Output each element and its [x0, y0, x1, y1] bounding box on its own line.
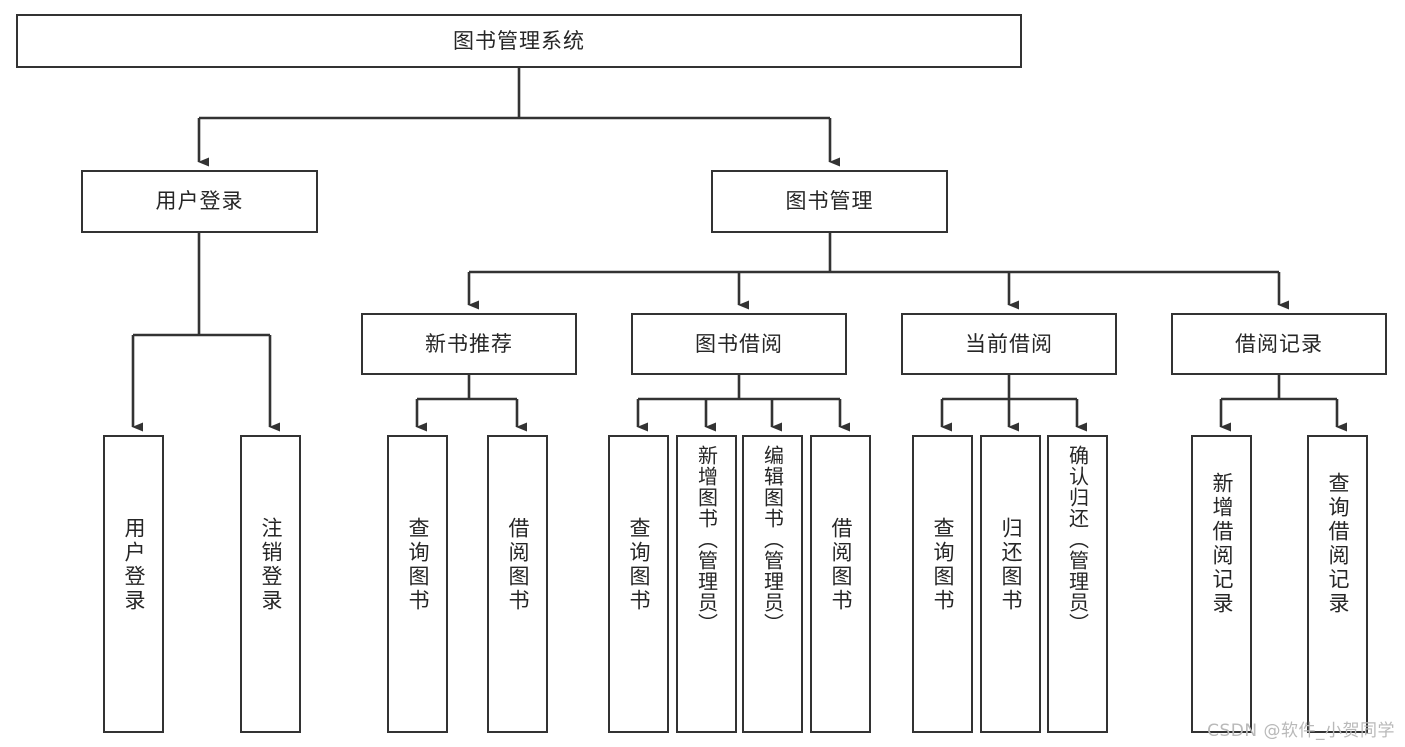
node-label: 归还图书	[999, 517, 1023, 613]
node-label: 查询借阅记录	[1326, 472, 1350, 616]
leaf-add-borrow-record[interactable]: 新增借阅记录	[1191, 435, 1252, 733]
node-label: 新书推荐	[425, 331, 513, 356]
node-label: 注销登录	[259, 517, 283, 613]
node-label: 用户登录	[122, 517, 146, 613]
node-label: 图书借阅	[695, 331, 783, 356]
node-user-login[interactable]: 用户登录	[81, 170, 318, 233]
leaf-confirm-return-admin[interactable]: 确认归还（管理员）	[1047, 435, 1108, 733]
node-label: 当前借阅	[965, 331, 1053, 356]
node-label: 查询图书	[627, 517, 651, 613]
leaf-add-book-admin[interactable]: 新增图书（管理员）	[676, 435, 737, 733]
leaf-edit-book-admin[interactable]: 编辑图书（管理员）	[742, 435, 803, 733]
node-label: 确认归还（管理员）	[1065, 445, 1090, 634]
node-label: 新增图书（管理员）	[694, 445, 719, 634]
node-new-book-recommend[interactable]: 新书推荐	[361, 313, 577, 375]
leaf-query-book-1[interactable]: 查询图书	[387, 435, 448, 733]
node-label: 图书管理系统	[453, 28, 585, 53]
leaf-query-borrow-record[interactable]: 查询借阅记录	[1307, 435, 1368, 733]
node-label: 借阅图书	[829, 517, 853, 613]
csdn-watermark: CSDN @软件_小贺同学	[1207, 721, 1395, 741]
node-current-borrow[interactable]: 当前借阅	[901, 313, 1117, 375]
node-label: 借阅图书	[506, 517, 530, 613]
node-label: 编辑图书（管理员）	[760, 445, 785, 634]
node-label: 新增借阅记录	[1210, 472, 1234, 616]
node-label: 图书管理	[785, 189, 874, 214]
node-book-manage[interactable]: 图书管理	[711, 170, 948, 233]
node-label: 查询图书	[931, 517, 955, 613]
leaf-logout-login[interactable]: 注销登录	[240, 435, 301, 733]
node-root-book-management-system[interactable]: 图书管理系统	[16, 14, 1022, 68]
leaf-user-login[interactable]: 用户登录	[103, 435, 164, 733]
node-label: 借阅记录	[1235, 331, 1323, 356]
leaf-return-book[interactable]: 归还图书	[980, 435, 1041, 733]
node-book-borrow[interactable]: 图书借阅	[631, 313, 847, 375]
node-borrow-record[interactable]: 借阅记录	[1171, 313, 1387, 375]
leaf-borrow-book-2[interactable]: 借阅图书	[810, 435, 871, 733]
node-label: 查询图书	[406, 517, 430, 613]
node-label: 用户登录	[155, 189, 244, 214]
leaf-query-book-2[interactable]: 查询图书	[608, 435, 669, 733]
leaf-query-book-3[interactable]: 查询图书	[912, 435, 973, 733]
leaf-borrow-book-1[interactable]: 借阅图书	[487, 435, 548, 733]
